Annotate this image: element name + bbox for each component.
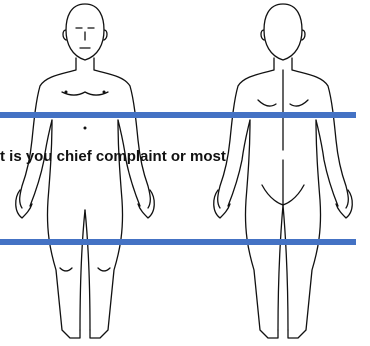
back-body-figure <box>214 4 353 338</box>
chief-complaint-question: t is you chief complaint or most <box>0 148 370 165</box>
front-body-figure <box>16 4 155 338</box>
bottom-blue-rule <box>0 239 356 245</box>
top-blue-rule <box>0 112 356 118</box>
